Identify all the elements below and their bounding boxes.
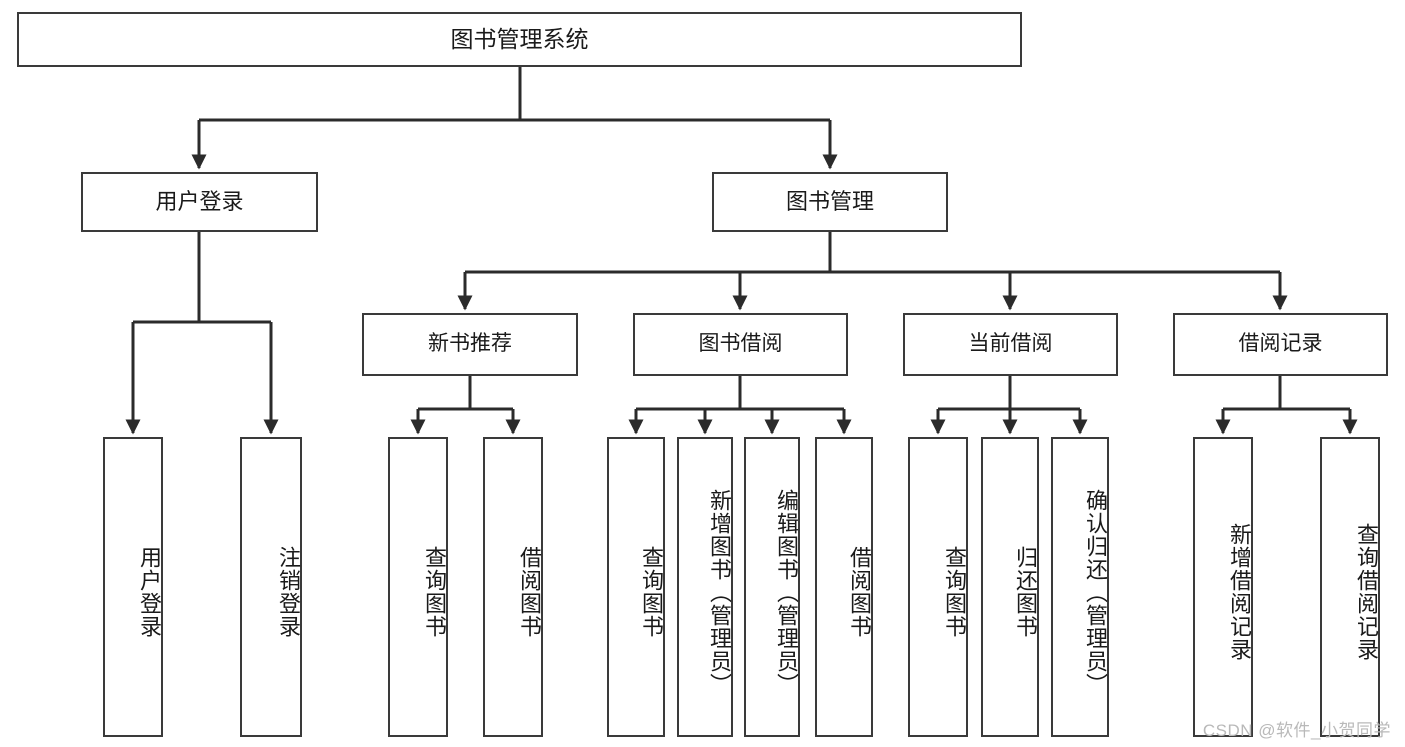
node-leaf-label: 用户登录: [137, 546, 162, 638]
node-leaf-label: 借阅图书: [847, 546, 872, 638]
node-leaf-query-book-current[interactable]: 查询图书: [908, 437, 968, 737]
node-leaf-borrow-book[interactable]: 借阅图书: [815, 437, 873, 737]
node-leaf-query-book-borrow[interactable]: 查询图书: [607, 437, 665, 737]
node-leaf-label: 查询图书: [639, 546, 664, 638]
node-level2-new-book-recommend[interactable]: 新书推荐: [362, 313, 578, 376]
node-level2-current-borrow[interactable]: 当前借阅: [903, 313, 1118, 376]
node-leaf-label: 查询图书: [942, 546, 967, 638]
node-root[interactable]: 图书管理系统: [17, 12, 1022, 67]
node-leaf-label: 归还图书: [1013, 546, 1038, 638]
node-leaf-user-login[interactable]: 用户登录: [103, 437, 163, 737]
node-leaf-label: 新增借阅记录: [1227, 523, 1252, 661]
node-leaf-edit-book-admin[interactable]: 编辑图书（管理员）: [744, 437, 800, 737]
node-leaf-add-book-admin[interactable]: 新增图书（管理员）: [677, 437, 733, 737]
node-leaf-label: 注销登录: [276, 546, 301, 638]
node-leaf-return-book[interactable]: 归还图书: [981, 437, 1039, 737]
node-leaf-label: 查询借阅记录: [1354, 523, 1379, 661]
node-leaf-label: 查询图书: [422, 546, 447, 638]
node-level2-book-borrow[interactable]: 图书借阅: [633, 313, 848, 376]
node-level1-book-management[interactable]: 图书管理: [712, 172, 948, 232]
node-leaf-label: 新增图书（管理员）: [707, 488, 732, 696]
node-level1-user-login[interactable]: 用户登录: [81, 172, 318, 232]
node-leaf-label: 确认归还（管理员）: [1083, 488, 1108, 696]
node-leaf-logout[interactable]: 注销登录: [240, 437, 302, 737]
node-leaf-label: 编辑图书（管理员）: [774, 488, 799, 696]
node-leaf-add-borrow-record[interactable]: 新增借阅记录: [1193, 437, 1253, 737]
node-level2-borrow-record[interactable]: 借阅记录: [1173, 313, 1388, 376]
node-leaf-confirm-return-admin[interactable]: 确认归还（管理员）: [1051, 437, 1109, 737]
watermark-text: CSDN @软件_小贺同学: [1202, 721, 1391, 740]
node-leaf-query-book-recommend[interactable]: 查询图书: [388, 437, 448, 737]
node-leaf-borrow-book-recommend[interactable]: 借阅图书: [483, 437, 543, 737]
node-leaf-label: 借阅图书: [517, 546, 542, 638]
node-leaf-query-borrow-record[interactable]: 查询借阅记录: [1320, 437, 1380, 737]
